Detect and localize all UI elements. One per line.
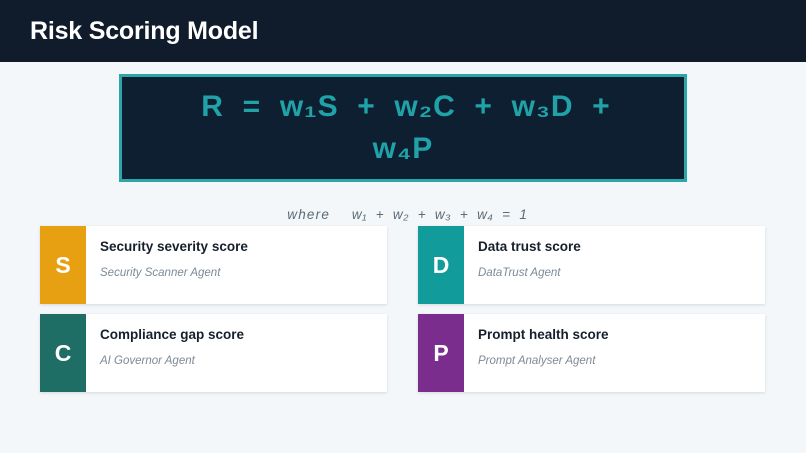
card-body: Data trust score DataTrust Agent bbox=[464, 226, 765, 304]
card-title: Prompt health score bbox=[478, 327, 609, 342]
card-body: Compliance gap score AI Governor Agent bbox=[86, 314, 387, 392]
card-letter-badge-c: C bbox=[40, 314, 86, 392]
formula-line-primary: R = w₁S + w₂C + w₃D + bbox=[201, 89, 611, 123]
weight-sum-expression: w₁ + w₂ + w₃ + w₄ = 1 bbox=[351, 207, 528, 222]
weight-constraint: where w₁ + w₂ + w₃ + w₄ = 1 bbox=[0, 192, 806, 222]
score-component-cards: S Security severity score Security Scann… bbox=[40, 226, 766, 396]
card-title: Data trust score bbox=[478, 239, 581, 254]
card-letter-badge-p: P bbox=[418, 314, 464, 392]
card-agent-name: Prompt Analyser Agent bbox=[478, 355, 596, 368]
card-body: Security severity score Security Scanner… bbox=[86, 226, 387, 304]
card-data-trust[interactable]: D Data trust score DataTrust Agent bbox=[418, 226, 765, 304]
card-agent-name: AI Governor Agent bbox=[100, 355, 195, 368]
formula-panel: R = w₁S + w₂C + w₃D + w₄P bbox=[119, 74, 687, 182]
card-compliance-gap[interactable]: C Compliance gap score AI Governor Agent bbox=[40, 314, 387, 392]
card-body: Prompt health score Prompt Analyser Agen… bbox=[464, 314, 765, 392]
card-prompt-health[interactable]: P Prompt health score Prompt Analyser Ag… bbox=[418, 314, 765, 392]
card-title: Security severity score bbox=[100, 239, 248, 254]
card-agent-name: Security Scanner Agent bbox=[100, 267, 221, 280]
formula-line-secondary: w₄P bbox=[372, 132, 434, 165]
card-security-severity[interactable]: S Security severity score Security Scann… bbox=[40, 226, 387, 304]
page-header: Risk Scoring Model bbox=[0, 0, 806, 62]
card-agent-name: DataTrust Agent bbox=[478, 267, 561, 280]
card-title: Compliance gap score bbox=[100, 327, 245, 342]
where-label: where bbox=[287, 207, 331, 222]
card-letter-badge-d: D bbox=[418, 226, 464, 304]
page-title: Risk Scoring Model bbox=[30, 17, 259, 45]
card-letter-badge-s: S bbox=[40, 226, 86, 304]
